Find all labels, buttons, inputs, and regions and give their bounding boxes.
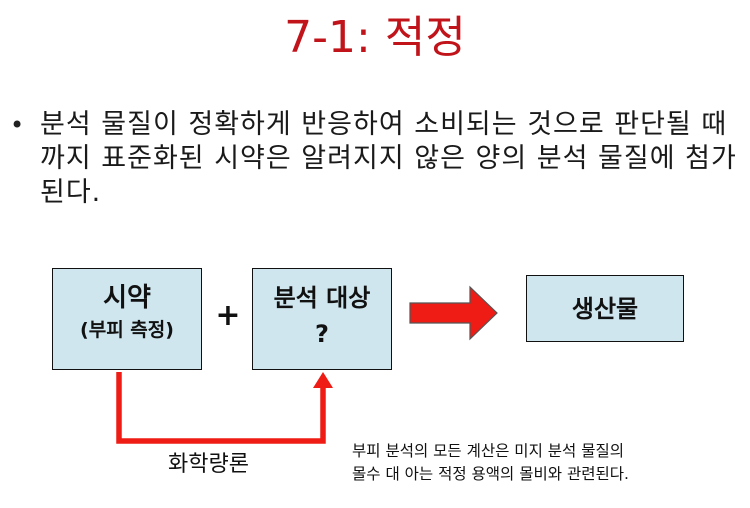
stoichiometry-arrowhead xyxy=(313,372,333,388)
reaction-arrow xyxy=(409,285,498,341)
analyte-unknown-mark: ? xyxy=(315,320,329,348)
stoichiometry-label: 화학량론 xyxy=(168,452,249,477)
analyte-label: 분석 대상 xyxy=(273,284,371,312)
stoichiometry-connector xyxy=(116,372,326,444)
product-label: 생산물 xyxy=(571,295,639,323)
bullet-text: 분석 물질이 정확하게 반응하여 소비되는 것으로 판단될 때까지 표준화된 시… xyxy=(40,109,737,208)
slide-title: 7-1: 적정 xyxy=(284,12,466,63)
calculation-note: 부피 분석의 모든 계산은 미지 분석 물질의 몰수 대 아는 적정 용액의 몰… xyxy=(352,440,747,486)
reagent-box: 시약 (부피 측정) xyxy=(52,268,202,370)
reagent-sublabel: (부피 측정) xyxy=(80,319,174,341)
bullet-symbol: • xyxy=(10,111,25,139)
note-line-2: 몰수 대 아는 적정 용액의 몰비와 관련된다. xyxy=(352,465,629,483)
product-box: 생산물 xyxy=(526,275,684,342)
reagent-label: 시약 xyxy=(103,283,151,313)
plus-sign: + xyxy=(215,298,241,333)
analyte-box: 분석 대상 ? xyxy=(252,268,392,370)
note-line-1: 부피 분석의 모든 계산은 미지 분석 물질의 xyxy=(352,442,624,460)
